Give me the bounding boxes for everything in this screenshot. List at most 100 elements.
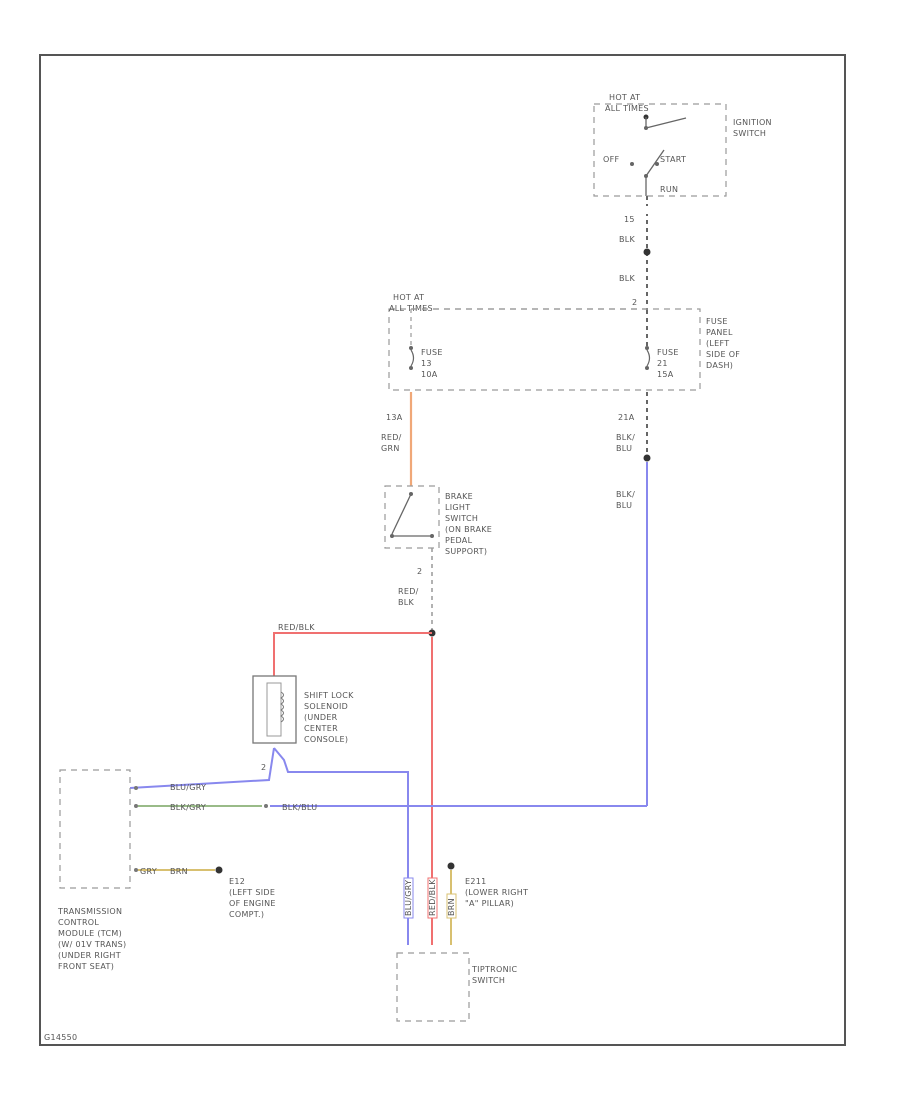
wire-ign-gap	[641, 206, 653, 214]
tiptronic-box	[396, 952, 470, 1022]
ignition-contact-start	[655, 162, 659, 166]
ignition-arm-upper	[645, 117, 687, 129]
fuse13-contact-bottom	[409, 366, 413, 370]
wire-red-blk-horizontal-label: RED/BLK	[278, 623, 315, 632]
fuse-panel-name-3: (LEFT	[706, 339, 729, 348]
wire-ignition-to-fuse: 15 BLK BLK	[619, 196, 653, 310]
brake-name-1: BRAKE	[445, 492, 473, 501]
wire-ign-splice	[643, 248, 651, 256]
solenoid-name-1: SHIFT LOCK	[304, 691, 354, 700]
tcm-wire3-label: GRY	[140, 867, 157, 876]
tip-wire-a-tag	[403, 877, 414, 919]
tcm-name-4: (W/ 01V TRANS)	[58, 940, 126, 949]
e12-name-4: COMPT.)	[229, 910, 264, 919]
tcm-name-2: CONTROL	[58, 918, 99, 927]
tcm-wire2-label: BLK/GRY	[170, 803, 206, 812]
footer-code: G14550	[44, 1033, 77, 1042]
tcm-name-3: MODULE (TCM)	[58, 929, 122, 938]
tcm-box	[59, 769, 131, 889]
wire-fuse21-pin: 21A	[618, 413, 635, 422]
wire-fuse21-splice	[643, 454, 651, 462]
shift-lock-solenoid: SHIFT LOCK SOLENOID (UNDER CENTER CONSOL…	[252, 675, 354, 772]
wire-ign-pin: 15	[624, 215, 635, 224]
fuse-pin-top: 2	[632, 298, 637, 307]
wire-fuse21-color-1: BLK/	[616, 433, 635, 442]
brake-name-6: SUPPORT)	[445, 547, 487, 556]
ignition-off-label: OFF	[603, 155, 619, 164]
solenoid-box	[252, 675, 297, 744]
tcm-wire3b-label: BRN	[170, 867, 188, 876]
solenoid-name-5: CONSOLE)	[304, 735, 348, 744]
fuse21-label-1: FUSE	[657, 348, 679, 357]
tcm-name-1: TRANSMISSION	[57, 907, 122, 916]
tiptronic-switch: TIPTRONIC SWITCH	[396, 952, 518, 1022]
tcm-pin-2	[134, 804, 138, 808]
solenoid-name-2: SOLENOID	[304, 702, 348, 711]
solenoid-core	[266, 682, 282, 737]
brake-name-2: LIGHT	[445, 503, 470, 512]
e211-name-2: (LOWER RIGHT	[465, 888, 528, 897]
fuse13-symbol	[410, 349, 415, 367]
solenoid-coil	[280, 691, 284, 723]
ignition-switch-name-2: SWITCH	[733, 129, 766, 138]
tcm-pin-1	[134, 786, 138, 790]
fuse-panel-name-5: DASH)	[706, 361, 733, 370]
wire-fuse13-pin: 13A	[386, 413, 403, 422]
e211-name-1: E211	[465, 877, 487, 886]
fuse-hot-label-2: ALL TIMES	[389, 304, 433, 313]
tiptronic-name-1: TIPTRONIC	[471, 965, 518, 974]
tiptronic-name-2: SWITCH	[472, 976, 505, 985]
tip-wire-c-tag	[446, 893, 457, 919]
fuse21-symbol	[646, 349, 651, 367]
e12-name-3: OF ENGINE	[229, 899, 276, 908]
ignition-start-label: START	[660, 155, 686, 164]
fuse21-label-3: 15A	[657, 370, 674, 379]
solenoid-name-3: (UNDER	[304, 713, 338, 722]
fuse-panel-name-1: FUSE	[706, 317, 728, 326]
wire-fuse13-color-2: GRN	[381, 444, 400, 453]
wire-blu-gry-tiptronic	[273, 747, 409, 945]
ground-e12: E12 (LEFT SIDE OF ENGINE COMPT.)	[229, 877, 276, 919]
fuse-hot-label-1: HOT AT	[393, 293, 424, 302]
tcm-connector	[264, 804, 268, 808]
tip-wire-c-label: BRN	[447, 898, 456, 916]
tcm-pin-3	[134, 868, 138, 872]
ignition-hot-label-1: HOT AT	[609, 93, 640, 102]
e12-name-1: E12	[229, 877, 245, 886]
fuse13-label-1: FUSE	[421, 348, 443, 357]
fuse13-label-3: 10A	[421, 370, 438, 379]
wire-red-blk-color-2: BLK	[398, 598, 415, 607]
wire-ign-color: BLK	[619, 235, 636, 244]
fuse21-contact-top	[645, 346, 649, 350]
wire-blu-gry-tcm	[129, 747, 275, 789]
ignition-switch-box	[593, 103, 727, 197]
wire-red-blk-color-1: RED/	[398, 587, 419, 596]
fuse21-label-2: 21	[657, 359, 668, 368]
tcm-wire2-cont-label: BLK/BLU	[282, 803, 317, 812]
ignition-run-label: RUN	[660, 185, 678, 194]
tcm-name-5: (UNDER RIGHT	[58, 951, 121, 960]
fuse-panel: HOT AT ALL TIMES 2 FUSE PANEL (LEFT SIDE…	[388, 293, 740, 391]
tip-wire-b-label: RED/BLK	[428, 879, 437, 916]
e12-name-2: (LEFT SIDE	[229, 888, 275, 897]
e211-name-3: "A" PILLAR)	[465, 899, 514, 908]
brake-arm	[391, 493, 412, 535]
wire-fuse13-to-brake: 13A RED/ GRN	[381, 392, 413, 486]
diagram-frame	[39, 54, 846, 1046]
brake-name-5: PEDAL	[445, 536, 473, 545]
ground-e12-symbol	[215, 866, 223, 874]
solenoid-pin: 2	[261, 763, 266, 772]
ground-e211: E211 (LOWER RIGHT "A" PILLAR)	[447, 862, 528, 945]
tcm-wire1-label: BLU/GRY	[170, 783, 206, 792]
wire-fuse21-down: 21A BLK/ BLU BLK/ BLU	[616, 392, 651, 806]
ignition-switch-name-1: IGNITION	[733, 118, 772, 127]
ignition-contact-off	[630, 162, 634, 166]
ignition-hot-label-2: ALL TIMES	[605, 104, 649, 113]
wire-red-blk-to-solenoid	[273, 632, 432, 676]
brake-out-contact	[430, 534, 434, 538]
brake-pin: 2	[417, 567, 422, 576]
transmission-control-module: BLU/GRY BLK/GRY BLK/BLU GRY BRN TRANSMIS…	[57, 769, 647, 971]
fuse13-label-2: 13	[421, 359, 432, 368]
tiptronic-wire-labels: BLU/GRY RED/BLK BRN	[403, 877, 457, 919]
